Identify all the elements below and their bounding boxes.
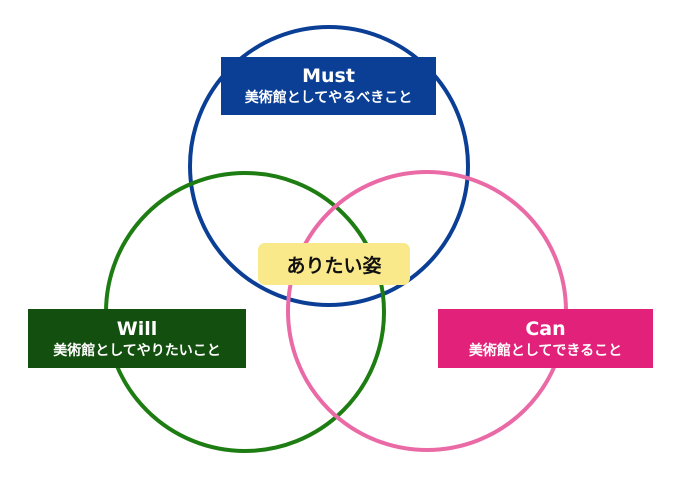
can-subtitle: 美術館としてできること [468, 342, 623, 359]
can-title: Can [525, 317, 566, 340]
center-label: ありたい姿 [258, 243, 410, 285]
must-label-box: Must 美術館としてやるべきこと [221, 57, 436, 115]
will-label-box: Will 美術館としてやりたいこと [28, 309, 246, 368]
will-subtitle: 美術館としてやりたいこと [53, 342, 221, 359]
must-circle [188, 25, 470, 307]
will-title: Will [116, 317, 158, 340]
can-label-box: Can 美術館としてできること [438, 309, 653, 368]
must-subtitle: 美術館としてやるべきこと [244, 90, 413, 106]
must-title: Must [302, 65, 355, 87]
